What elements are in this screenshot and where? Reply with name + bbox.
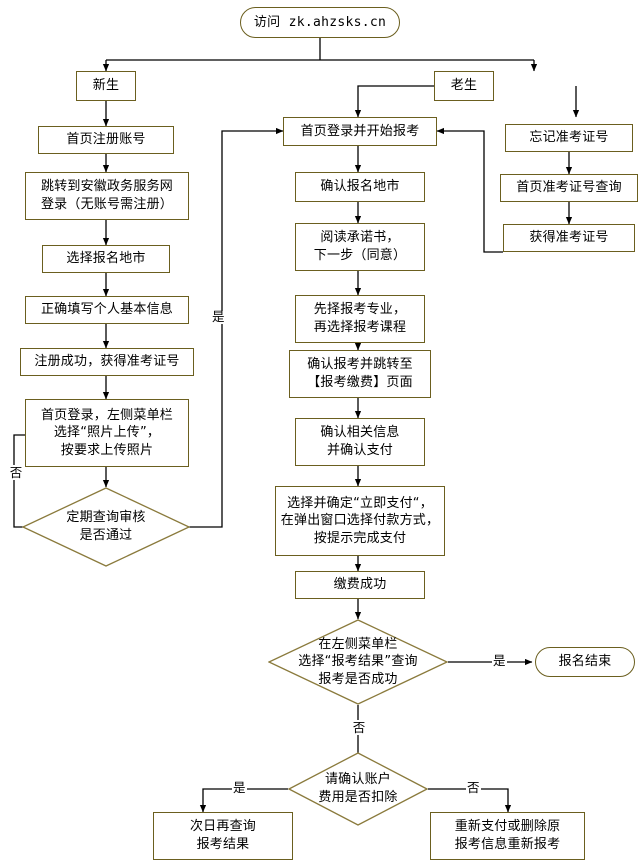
node-register-account[interactable]: 首页注册账号 xyxy=(38,126,174,154)
edge-label-fee-yes: 是 xyxy=(232,780,247,795)
node-get-exam-number[interactable]: 获得准考证号 xyxy=(503,224,635,252)
node-confirm-apply-jump[interactable]: 确认报考并跳转至 【报考缴费】页面 xyxy=(289,350,431,398)
node-upload-photo-label: 首页登录，左侧菜单栏 选择“照片上传”， 按要求上传照片 xyxy=(40,407,173,458)
node-start[interactable]: 访问 zk.ahzsks.cn xyxy=(240,7,400,38)
node-confirm-apply-jump-label: 确认报考并跳转至 【报考缴费】页面 xyxy=(307,357,413,390)
node-old-student[interactable]: 老生 xyxy=(434,71,494,101)
node-query-exam-number-label: 首页准考证号查询 xyxy=(516,180,622,196)
node-get-exam-number-label: 获得准考证号 xyxy=(529,230,609,246)
node-fill-personal-info[interactable]: 正确填写个人基本信息 xyxy=(25,296,189,324)
node-select-city-label: 选择报名地市 xyxy=(66,251,146,267)
edge-label-result-no: 否 xyxy=(350,720,366,735)
node-confirm-city-label: 确认报名地市 xyxy=(320,179,400,195)
node-register-success[interactable]: 注册成功，获得准考证号 xyxy=(20,348,194,376)
node-repay-or-redo[interactable]: 重新支付或删除原 报考信息重新报考 xyxy=(430,812,585,860)
node-forgot-exam-number[interactable]: 忘记准考证号 xyxy=(505,124,633,152)
node-old-student-label: 老生 xyxy=(450,78,478,94)
node-query-next-day-label: 次日再查询 报考结果 xyxy=(189,819,256,852)
node-fill-personal-info-label: 正确填写个人基本信息 xyxy=(40,302,173,318)
node-fee-decision-label: 请确认账户 费用是否扣除 xyxy=(318,772,398,805)
edge-label-result-yes: 是 xyxy=(492,653,507,668)
node-query-next-day[interactable]: 次日再查询 报考结果 xyxy=(153,812,293,860)
node-end[interactable]: 报名结束 xyxy=(535,647,635,677)
node-query-exam-number[interactable]: 首页准考证号查询 xyxy=(500,174,638,202)
node-select-city[interactable]: 选择报名地市 xyxy=(42,245,170,273)
node-read-commitment-label: 阅读承诺书， 下一步（同意） xyxy=(313,230,407,263)
node-jump-gov-portal-label: 跳转到安徽政务服务网 登录（无账号需注册） xyxy=(40,179,173,212)
node-login-start-apply-label: 首页登录并开始报考 xyxy=(300,123,420,139)
node-select-major-course[interactable]: 先择报考专业， 再选择报考课程 xyxy=(295,295,425,343)
node-pay-now-label: 选择并确定“立即支付“， 在弹出窗口选择付款方式， 按提示完成支付 xyxy=(280,495,440,546)
node-read-commitment[interactable]: 阅读承诺书， 下一步（同意） xyxy=(295,223,425,271)
node-audit-decision[interactable]: 定期查询审核 是否通过 xyxy=(22,487,190,567)
node-result-decision[interactable]: 在左侧菜单栏 选择“报考结果”查询 报考是否成功 xyxy=(268,619,448,705)
node-pay-success[interactable]: 缴费成功 xyxy=(295,571,425,599)
node-register-account-label: 首页注册账号 xyxy=(66,132,146,148)
node-pay-now[interactable]: 选择并确定“立即支付“， 在弹出窗口选择付款方式， 按提示完成支付 xyxy=(275,486,445,556)
node-confirm-info-pay-label: 确认相关信息 并确认支付 xyxy=(320,425,400,458)
node-select-major-course-label: 先择报考专业， 再选择报考课程 xyxy=(313,302,407,335)
node-upload-photo[interactable]: 首页登录，左侧菜单栏 选择“照片上传”， 按要求上传照片 xyxy=(25,399,189,467)
node-audit-decision-label: 定期查询审核 是否通过 xyxy=(66,510,146,543)
edge-label-audit-no: 否 xyxy=(7,465,23,480)
node-jump-gov-portal[interactable]: 跳转到安徽政务服务网 登录（无账号需注册） xyxy=(25,172,189,220)
node-end-label: 报名结束 xyxy=(558,654,612,670)
node-repay-or-redo-label: 重新支付或删除原 报考信息重新报考 xyxy=(454,819,561,852)
node-confirm-info-pay[interactable]: 确认相关信息 并确认支付 xyxy=(295,418,425,466)
node-login-start-apply[interactable]: 首页登录并开始报考 xyxy=(283,117,437,146)
edge-label-fee-no: 否 xyxy=(466,780,481,795)
node-confirm-city[interactable]: 确认报名地市 xyxy=(295,172,425,202)
node-fee-decision[interactable]: 请确认账户 费用是否扣除 xyxy=(288,752,428,826)
node-new-student-label: 新生 xyxy=(92,78,120,94)
diamond-shape xyxy=(268,619,448,705)
node-pay-success-label: 缴费成功 xyxy=(333,577,387,593)
node-start-label: 访问 zk.ahzsks.cn xyxy=(253,14,387,30)
node-register-success-label: 注册成功，获得准考证号 xyxy=(34,354,180,370)
node-new-student[interactable]: 新生 xyxy=(76,71,136,101)
edge-label-audit-yes: 是 xyxy=(211,309,226,324)
diamond-shape xyxy=(288,752,428,826)
node-forgot-exam-number-label: 忘记准考证号 xyxy=(529,130,609,146)
node-result-decision-label: 在左侧菜单栏 选择“报考结果”查询 报考是否成功 xyxy=(298,636,418,687)
